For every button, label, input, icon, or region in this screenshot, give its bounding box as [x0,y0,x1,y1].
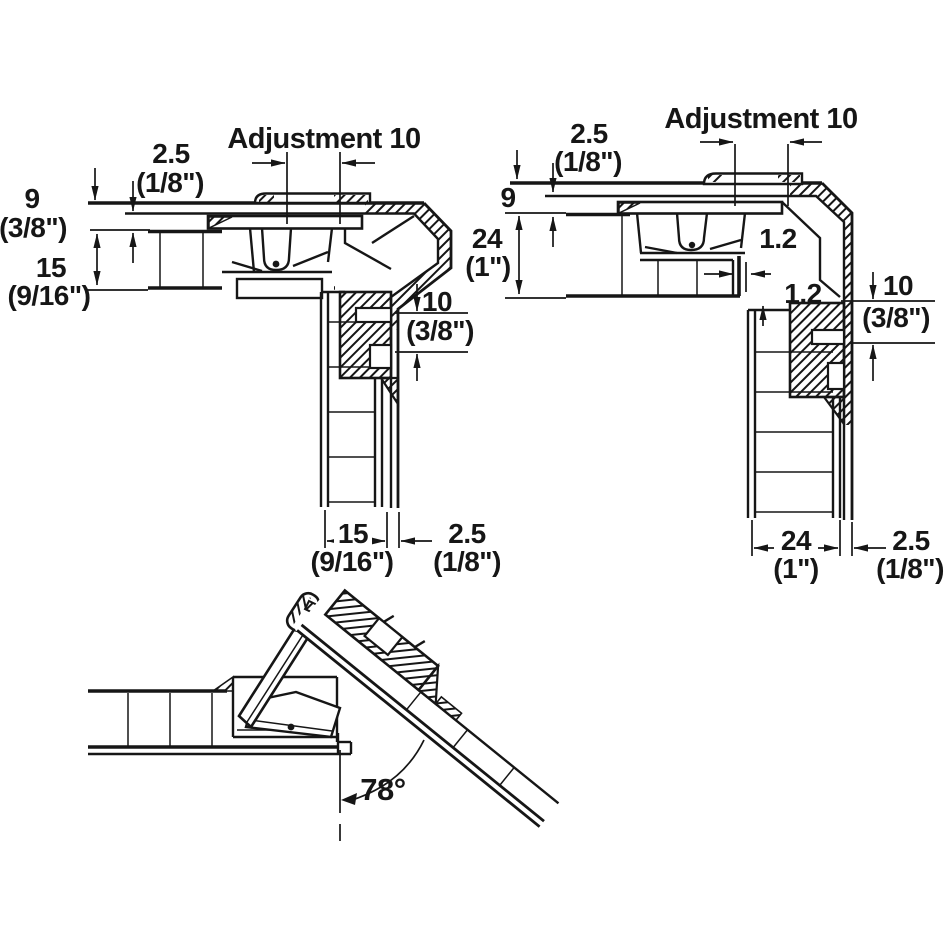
d1-top-panel-inch: (9/16") [8,280,91,311]
d2-side-gap-inch: (1/8") [876,553,944,584]
d1-top-panel-mm: 15 [36,252,66,283]
d2-dimensions: Adjustment 10 2.5 (1/8") 9 24 (1") 1.2 1… [465,103,944,584]
d2-reveal-front: 1.2 [759,223,796,254]
d2-plate-pos-mm: 10 [883,270,913,301]
d2-door-gap-inch: (1/8") [554,146,622,177]
d3-opening-angle-label: 78° [360,772,405,807]
d2-pivot-dot [688,241,696,249]
d2-top-panel-inch: (1") [465,251,511,282]
d1-pivot-dot [272,260,280,268]
diagram-closed-15mm-panel: Adjustment 10 2.5 (1/8") 9 (3/8") 15 (9/… [0,123,501,577]
d1-side-panel-inch: (9/16") [311,546,394,577]
d2-side-gap-mm: 2.5 [892,525,929,556]
d1-hinge-cup [206,192,372,300]
d3-cabinet-panel [88,675,353,756]
d2-top-panel-mm: 24 [472,223,503,254]
d1-plate-pos-mm: 10 [422,286,452,317]
d2-dowel-slot [810,328,846,346]
d3-open-door [294,580,581,829]
d1-side-panel-mm: 15 [338,518,368,549]
d2-plate-pos-inch: (3/8") [862,302,930,333]
d2-adjustment-label: Adjustment 10 [664,103,857,135]
d3-angle-arrowhead [341,793,357,805]
d1-side-panel [319,290,384,507]
d1-overlay-inch: (3/8") [0,212,67,243]
d2-door-gap-mm: 2.5 [570,118,607,149]
d3-pivot-dot [287,723,295,731]
d1-overlay-mm: 9 [24,183,39,214]
d2-reveal-bottom: 1.2 [784,278,821,309]
d1-dimensions: Adjustment 10 2.5 (1/8") 9 (3/8") 15 (9/… [0,123,501,577]
d2-mounting-plate [788,301,846,428]
d1-side-gap-mm: 2.5 [448,518,485,549]
d1-mounting-plate [338,290,400,408]
d3-angle-dimension: 78° [339,739,425,841]
d1-adjustment-label: Adjustment 10 [227,123,420,155]
d1-dowel-slot [354,306,393,324]
d2-overlay-mm: 9 [500,182,515,213]
d3-door-dowel-slot [363,616,404,657]
d2-side-panel-mm: 24 [781,525,812,556]
d1-plate-pos-inch: (3/8") [406,315,474,346]
d1-door-gap-inch: (1/8") [136,167,204,198]
d1-door-gap-mm: 2.5 [152,138,189,169]
d2-side-panel-inch: (1") [773,553,819,584]
d1-side-gap-inch: (1/8") [433,546,501,577]
diagram-open-78deg: 78° [88,580,581,841]
d2-hinge-cup [616,172,804,295]
diagram-closed-24mm-panel: Adjustment 10 2.5 (1/8") 9 24 (1") 1.2 1… [465,103,944,584]
